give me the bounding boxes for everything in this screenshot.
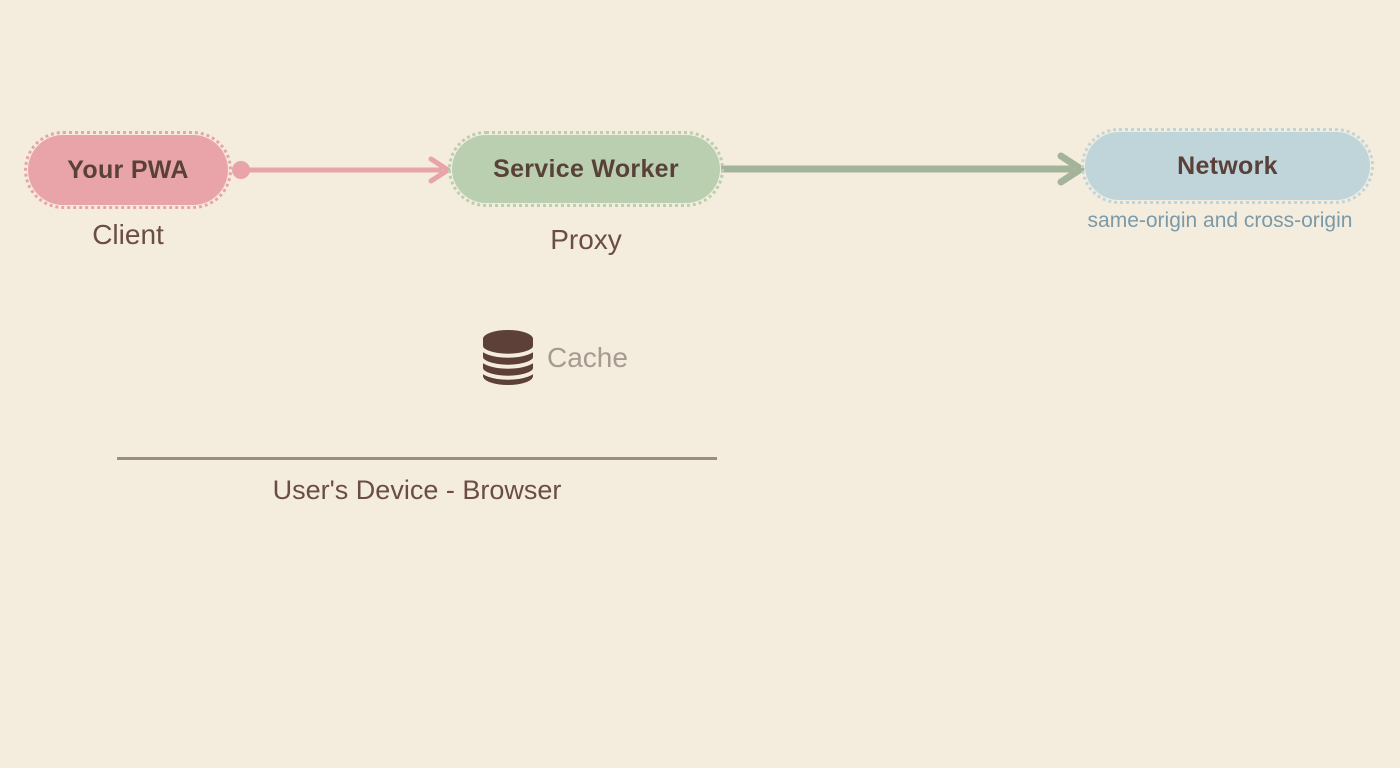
node-your-pwa-label: Your PWA <box>67 155 189 184</box>
network-origin-caption: same-origin and cross-origin <box>1087 209 1353 232</box>
node-your-pwa: Your PWA <box>24 131 232 209</box>
database-icon <box>483 330 533 385</box>
device-scope-label: User's Device - Browser <box>272 475 562 505</box>
device-scope-line <box>117 457 717 460</box>
node-network: Network <box>1081 128 1374 204</box>
pwa-to-sw-arrow <box>232 156 451 184</box>
cache-group: Cache <box>483 330 628 386</box>
cache-label: Cache <box>547 342 628 373</box>
client-caption: Client <box>92 219 164 250</box>
proxy-caption: Proxy <box>550 224 622 255</box>
node-network-label: Network <box>1177 151 1278 180</box>
node-service-worker: Service Worker <box>448 131 724 207</box>
node-service-worker-label: Service Worker <box>493 154 679 183</box>
sw-to-network-arrow <box>721 152 1085 186</box>
